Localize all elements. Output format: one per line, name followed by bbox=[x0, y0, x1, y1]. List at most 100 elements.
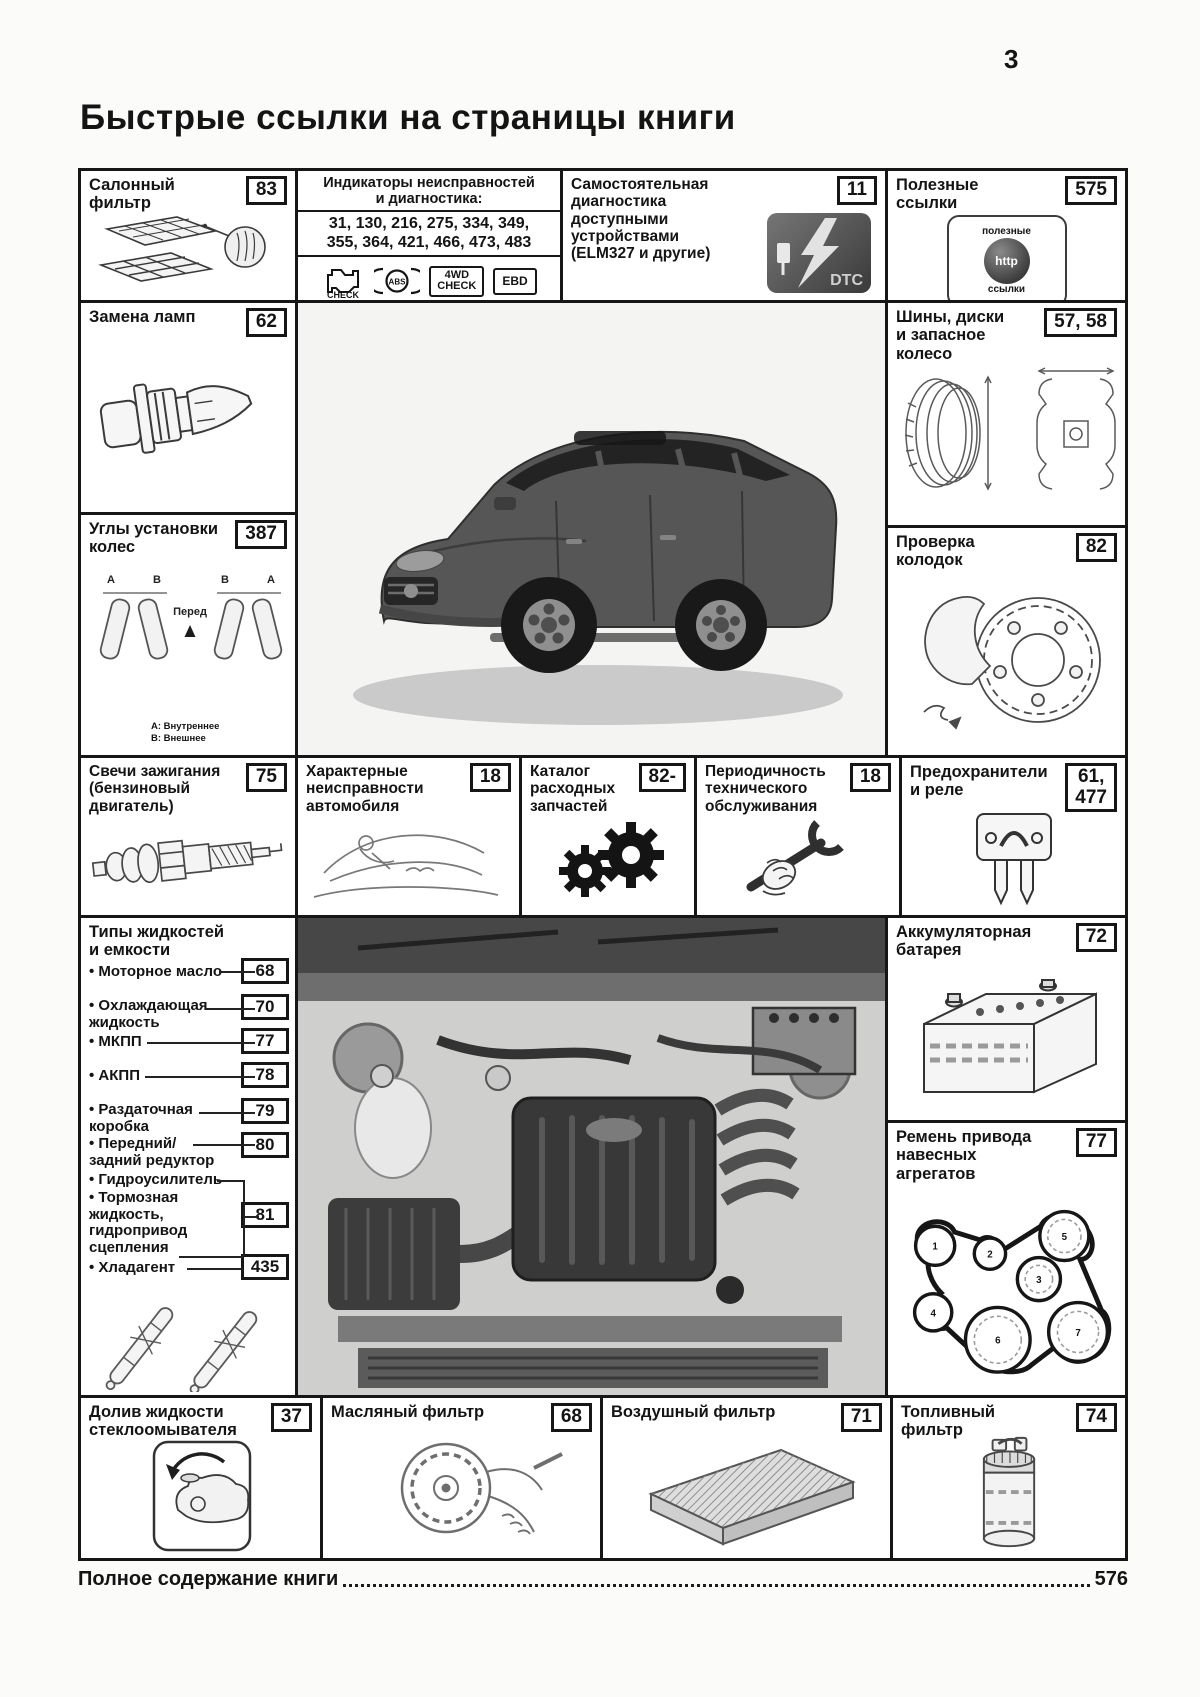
check-engine-icon: CHECK bbox=[327, 269, 360, 300]
maintenance-label: Периодичность технического обслуживания bbox=[705, 763, 826, 815]
svg-text:В: В bbox=[221, 574, 229, 586]
cell-typical-faults: Характерные неисправности автомобиля 18 bbox=[295, 755, 522, 918]
drive-belt-page: 77 bbox=[1075, 1128, 1117, 1157]
shock-absorbers-icon bbox=[105, 1307, 258, 1392]
indicators-dtc-numbers: 31, 130, 216, 275, 334, 349, 355, 364, 4… bbox=[326, 215, 532, 251]
fluid-page: 68 bbox=[241, 958, 289, 984]
cell-fluids-capacities: Типы жидкостей и емкости • Моторное масл… bbox=[78, 915, 298, 1398]
blade-fuse-icon bbox=[975, 813, 1052, 906]
fluid-item: • Хладагент bbox=[89, 1259, 176, 1276]
brake-pads-label: Проверка колодок bbox=[896, 533, 975, 570]
alignment-legend: А: Внутреннее В: Внешнее bbox=[151, 721, 220, 744]
cell-air-filter: Воздушный фильтр 71 bbox=[600, 1395, 893, 1561]
tires-page: 57, 58 bbox=[1044, 308, 1117, 337]
svg-text:CHECK: CHECK bbox=[327, 290, 360, 300]
lamp-replacement-label: Замена ламп bbox=[89, 308, 196, 326]
footer-label: Полное содержание книги bbox=[78, 1568, 339, 1590]
spark-plugs-label: Свечи зажигания (бензиновый двигатель) bbox=[89, 763, 221, 815]
typical-faults-page: 18 bbox=[469, 763, 511, 792]
cell-tires: Шины, диски и запасное колесо 57, 58 bbox=[885, 300, 1128, 528]
fluid-item: • Раздаточная коробка bbox=[89, 1101, 193, 1135]
web-links-icon: полезные http ссылки bbox=[946, 214, 1067, 300]
drive-belt-label: Ремень привода навесных агрегатов bbox=[896, 1128, 1032, 1183]
self-diagnostics-label: Самостоятельная диагностика доступными у… bbox=[571, 176, 711, 263]
fluids-title: Типы жидкостей и емкости bbox=[89, 923, 225, 960]
cell-engine-bay-photo bbox=[295, 915, 888, 1398]
cell-drive-belt: Ремень привода навесных агрегатов 77 1 2… bbox=[885, 1120, 1128, 1398]
fluid-page: 81 bbox=[241, 1202, 289, 1228]
cell-self-diagnostics: Самостоятельная диагностика доступными у… bbox=[560, 168, 888, 303]
page-number: 3 bbox=[1004, 44, 1019, 74]
cell-useful-links: Полезные ссылки 575 полезные http ссылки bbox=[885, 168, 1128, 303]
cell-fuses-relays: Предохранители и реле 61, 477 bbox=[899, 755, 1128, 918]
fluid-page: 435 bbox=[241, 1254, 289, 1280]
cell-fuel-filter: Топливный фильтр 74 bbox=[890, 1395, 1128, 1561]
gears-icon bbox=[559, 822, 664, 898]
fuses-page: 61, 477 bbox=[1065, 763, 1117, 813]
cell-cabin-filter: Салонный фильтр 83 bbox=[78, 168, 298, 303]
spark-plug-icon bbox=[91, 839, 283, 884]
svg-text:А: А bbox=[107, 574, 115, 586]
svg-text:В: В bbox=[153, 574, 161, 586]
svg-text:ABS: ABS bbox=[389, 278, 407, 287]
front-arrow bbox=[184, 624, 196, 637]
fluid-item: • АКПП bbox=[89, 1067, 140, 1084]
cell-lamp-replacement: Замена ламп 62 bbox=[78, 300, 298, 515]
footer-dot-leader bbox=[343, 1584, 1090, 1587]
cabin-filter-icon bbox=[98, 216, 266, 282]
fuel-filter-icon bbox=[982, 1436, 1035, 1548]
useful-links-page: 575 bbox=[1065, 176, 1117, 205]
fluid-item: • Передний/ задний редуктор bbox=[89, 1135, 215, 1169]
svg-text:1: 1 bbox=[932, 1242, 938, 1253]
cabin-filter-page: 83 bbox=[245, 176, 287, 205]
belt-routing-diagram: 1 2 3 4 5 6 7 bbox=[912, 1210, 1112, 1375]
fluid-item: • Охлаждающая жидкость bbox=[89, 997, 208, 1031]
abs-warning-icon: ABS bbox=[374, 268, 421, 295]
typical-faults-label: Характерные неисправности автомобиля bbox=[306, 763, 424, 815]
svg-text:5: 5 bbox=[1062, 1232, 1068, 1243]
mechanic-sketch-icon bbox=[313, 834, 499, 898]
air-filter-label: Воздушный фильтр bbox=[611, 1403, 776, 1421]
svg-text:3: 3 bbox=[1036, 1275, 1042, 1286]
cell-battery: Аккумуляторная батарея 72 bbox=[885, 915, 1128, 1123]
fluid-item: • Тормозная жидкость, гидропривод сцепле… bbox=[89, 1189, 188, 1256]
svg-text:Перед: Перед bbox=[173, 606, 207, 618]
cell-wheel-alignment: Углы установки колес 387 А В В А Перед А… bbox=[78, 512, 298, 758]
battery-label: Аккумуляторная батарея bbox=[896, 923, 1032, 960]
washer-fluid-label: Долив жидкости стеклоомывателя bbox=[89, 1403, 237, 1440]
globe-icon: http bbox=[983, 237, 1030, 284]
4wd-check-icon: 4WD CHECK bbox=[429, 265, 485, 297]
fluid-page: 77 bbox=[241, 1028, 289, 1054]
self-diagnostics-page: 11 bbox=[836, 176, 877, 205]
cabin-filter-label: Салонный фильтр bbox=[89, 176, 175, 213]
svg-text:2: 2 bbox=[987, 1250, 993, 1261]
battery-page: 72 bbox=[1075, 923, 1117, 952]
parts-catalog-label: Каталог расходных запчастей bbox=[530, 763, 616, 815]
toe-angle-diagram: А В В А Перед bbox=[99, 574, 283, 660]
maintenance-page: 18 bbox=[849, 763, 891, 792]
oil-filter-icon bbox=[400, 1442, 563, 1535]
dtc-icon: DTC bbox=[767, 213, 871, 293]
wrench-hand-icon bbox=[746, 820, 844, 896]
footer-toc-line: Полное содержание книги 576 bbox=[78, 1568, 1128, 1591]
fluid-item: • Моторное масло bbox=[89, 963, 222, 980]
useful-links-label: Полезные ссылки bbox=[896, 176, 979, 213]
washer-reservoir-icon bbox=[152, 1440, 251, 1552]
battery-icon bbox=[923, 978, 1097, 1094]
svg-text:7: 7 bbox=[1075, 1328, 1080, 1339]
cell-car-photo bbox=[295, 300, 888, 758]
spark-plugs-page: 75 bbox=[245, 763, 287, 792]
air-filter-page: 71 bbox=[840, 1403, 882, 1432]
cell-parts-catalog: Каталог расходных запчастей 82- bbox=[519, 755, 697, 918]
wheel-alignment-page: 387 bbox=[235, 520, 287, 549]
fuel-filter-page: 74 bbox=[1075, 1403, 1117, 1432]
fluid-page: 79 bbox=[241, 1098, 289, 1124]
fluid-item: • Гидроусилитель bbox=[89, 1171, 223, 1188]
tire-rim-icon bbox=[904, 367, 1116, 492]
lamp-replacement-page: 62 bbox=[245, 308, 287, 337]
svg-text:4: 4 bbox=[930, 1309, 936, 1320]
fluid-page: 70 bbox=[241, 994, 289, 1020]
oil-filter-page: 68 bbox=[550, 1403, 592, 1432]
oil-filter-label: Масляный фильтр bbox=[331, 1403, 485, 1421]
fuses-label: Предохранители и реле bbox=[910, 763, 1048, 800]
